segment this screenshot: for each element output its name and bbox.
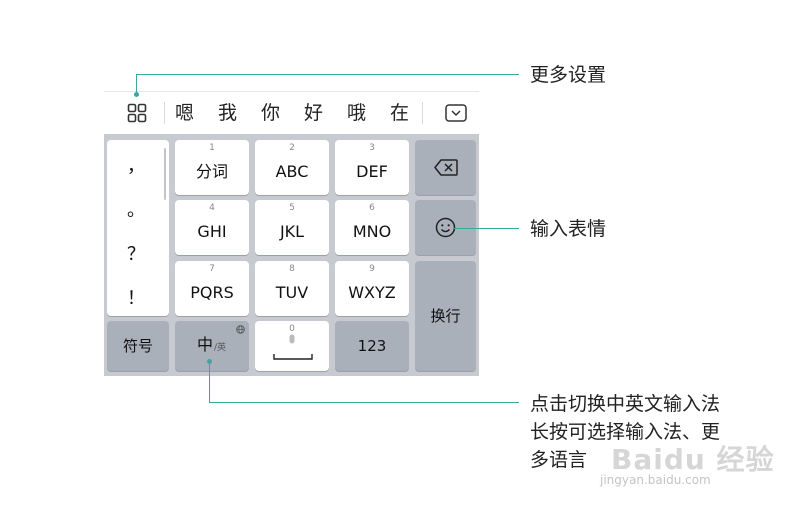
key-8[interactable]: 8 TUV: [255, 261, 329, 316]
key-4[interactable]: 4 GHI: [175, 200, 249, 255]
grid-icon[interactable]: [127, 103, 147, 123]
callout-line: [136, 74, 137, 96]
callout-lang-line1: 点击切换中英文输入法: [530, 393, 721, 415]
key-number: 4: [209, 203, 215, 213]
punct-exclamation[interactable]: ！: [127, 288, 145, 309]
callout-line: [136, 74, 519, 75]
space-bar-icon: [273, 354, 313, 360]
numbers-key[interactable]: 123: [335, 321, 409, 371]
lang-main-label: 中: [197, 335, 214, 354]
callout-line: [454, 228, 519, 229]
key-label: PQRS: [190, 283, 234, 302]
key-7[interactable]: 7 PQRS: [175, 261, 249, 316]
punct-question[interactable]: ？: [127, 244, 145, 265]
callout-line: [209, 362, 210, 403]
enter-key[interactable]: 换行: [415, 261, 476, 371]
watermark-url: jingyan.baidu.com: [600, 473, 711, 487]
punctuation-column[interactable]: ， 。 ？ ！: [107, 140, 169, 316]
callout-lang-line2: 长按可选择输入法、更: [530, 421, 721, 443]
key-9[interactable]: 9 WXYZ: [335, 261, 409, 316]
callout-line: [209, 402, 519, 403]
candidate-word-1[interactable]: 嗯: [175, 102, 195, 124]
divider: [164, 102, 165, 124]
backspace-key[interactable]: [415, 140, 476, 195]
backspace-icon: [434, 159, 458, 176]
key-number: 0: [289, 324, 295, 334]
key-6[interactable]: 6 MNO: [335, 200, 409, 255]
space-key[interactable]: 0: [255, 321, 329, 371]
globe-icon: [236, 325, 245, 334]
candidate-word-4[interactable]: 好: [304, 102, 324, 124]
language-switch-key[interactable]: 中 /英: [175, 321, 249, 371]
key-number: 9: [369, 264, 375, 274]
key-number: 2: [289, 143, 295, 153]
candidate-word-2[interactable]: 我: [218, 102, 238, 124]
emoji-key[interactable]: [415, 200, 476, 255]
callout-lang-line3: 多语言: [530, 449, 588, 471]
key-number: 5: [289, 203, 295, 213]
symbols-key[interactable]: 符号: [107, 321, 169, 371]
divider: [422, 102, 423, 124]
lang-sub-label: /英: [214, 343, 227, 353]
candidate-bar: 嗯 我 你 好 哦 在: [104, 91, 479, 134]
collapse-keyboard-icon[interactable]: [445, 104, 467, 122]
key-3[interactable]: 3 DEF: [335, 140, 409, 195]
key-label: JKL: [279, 222, 305, 241]
callout-dot: [207, 359, 212, 364]
key-2[interactable]: 2 ABC: [255, 140, 329, 195]
punct-period[interactable]: 。: [127, 200, 145, 221]
key-label: TUV: [275, 283, 309, 302]
key-label: 符号: [122, 337, 153, 355]
key-number: 6: [369, 203, 375, 213]
scrollbar[interactable]: [164, 148, 166, 200]
candidate-word-6[interactable]: 在: [390, 102, 410, 124]
key-label: 123: [357, 337, 387, 355]
key-label: WXYZ: [348, 283, 396, 302]
key-number: 3: [369, 143, 375, 153]
key-number: 7: [209, 264, 215, 274]
callout-emoji: 输入表情: [530, 218, 607, 240]
punct-comma[interactable]: ，: [127, 156, 145, 177]
smiley-icon: [435, 217, 456, 238]
key-label: 分词: [195, 162, 228, 181]
key-label: ABC: [275, 162, 309, 181]
key-number: 8: [289, 264, 295, 274]
key-number: 1: [209, 143, 215, 153]
microphone-icon: [289, 334, 295, 344]
key-label: DEF: [356, 162, 388, 181]
key-label: MNO: [352, 222, 392, 241]
candidate-word-5[interactable]: 哦: [347, 102, 367, 124]
key-1[interactable]: 1 分词: [175, 140, 249, 195]
key-label: 换行: [430, 307, 461, 325]
key-5[interactable]: 5 JKL: [255, 200, 329, 255]
keyboard: ， 。 ？ ！ 1 分词 2 ABC 3 DEF 4 GHI 5 JKL 6 M…: [104, 134, 479, 376]
watermark-logo: Baidu 经验: [611, 443, 775, 476]
candidate-word-3[interactable]: 你: [261, 102, 281, 124]
callout-more-settings: 更多设置: [530, 64, 607, 86]
callout-dot: [134, 92, 139, 97]
key-label: GHI: [197, 222, 227, 241]
